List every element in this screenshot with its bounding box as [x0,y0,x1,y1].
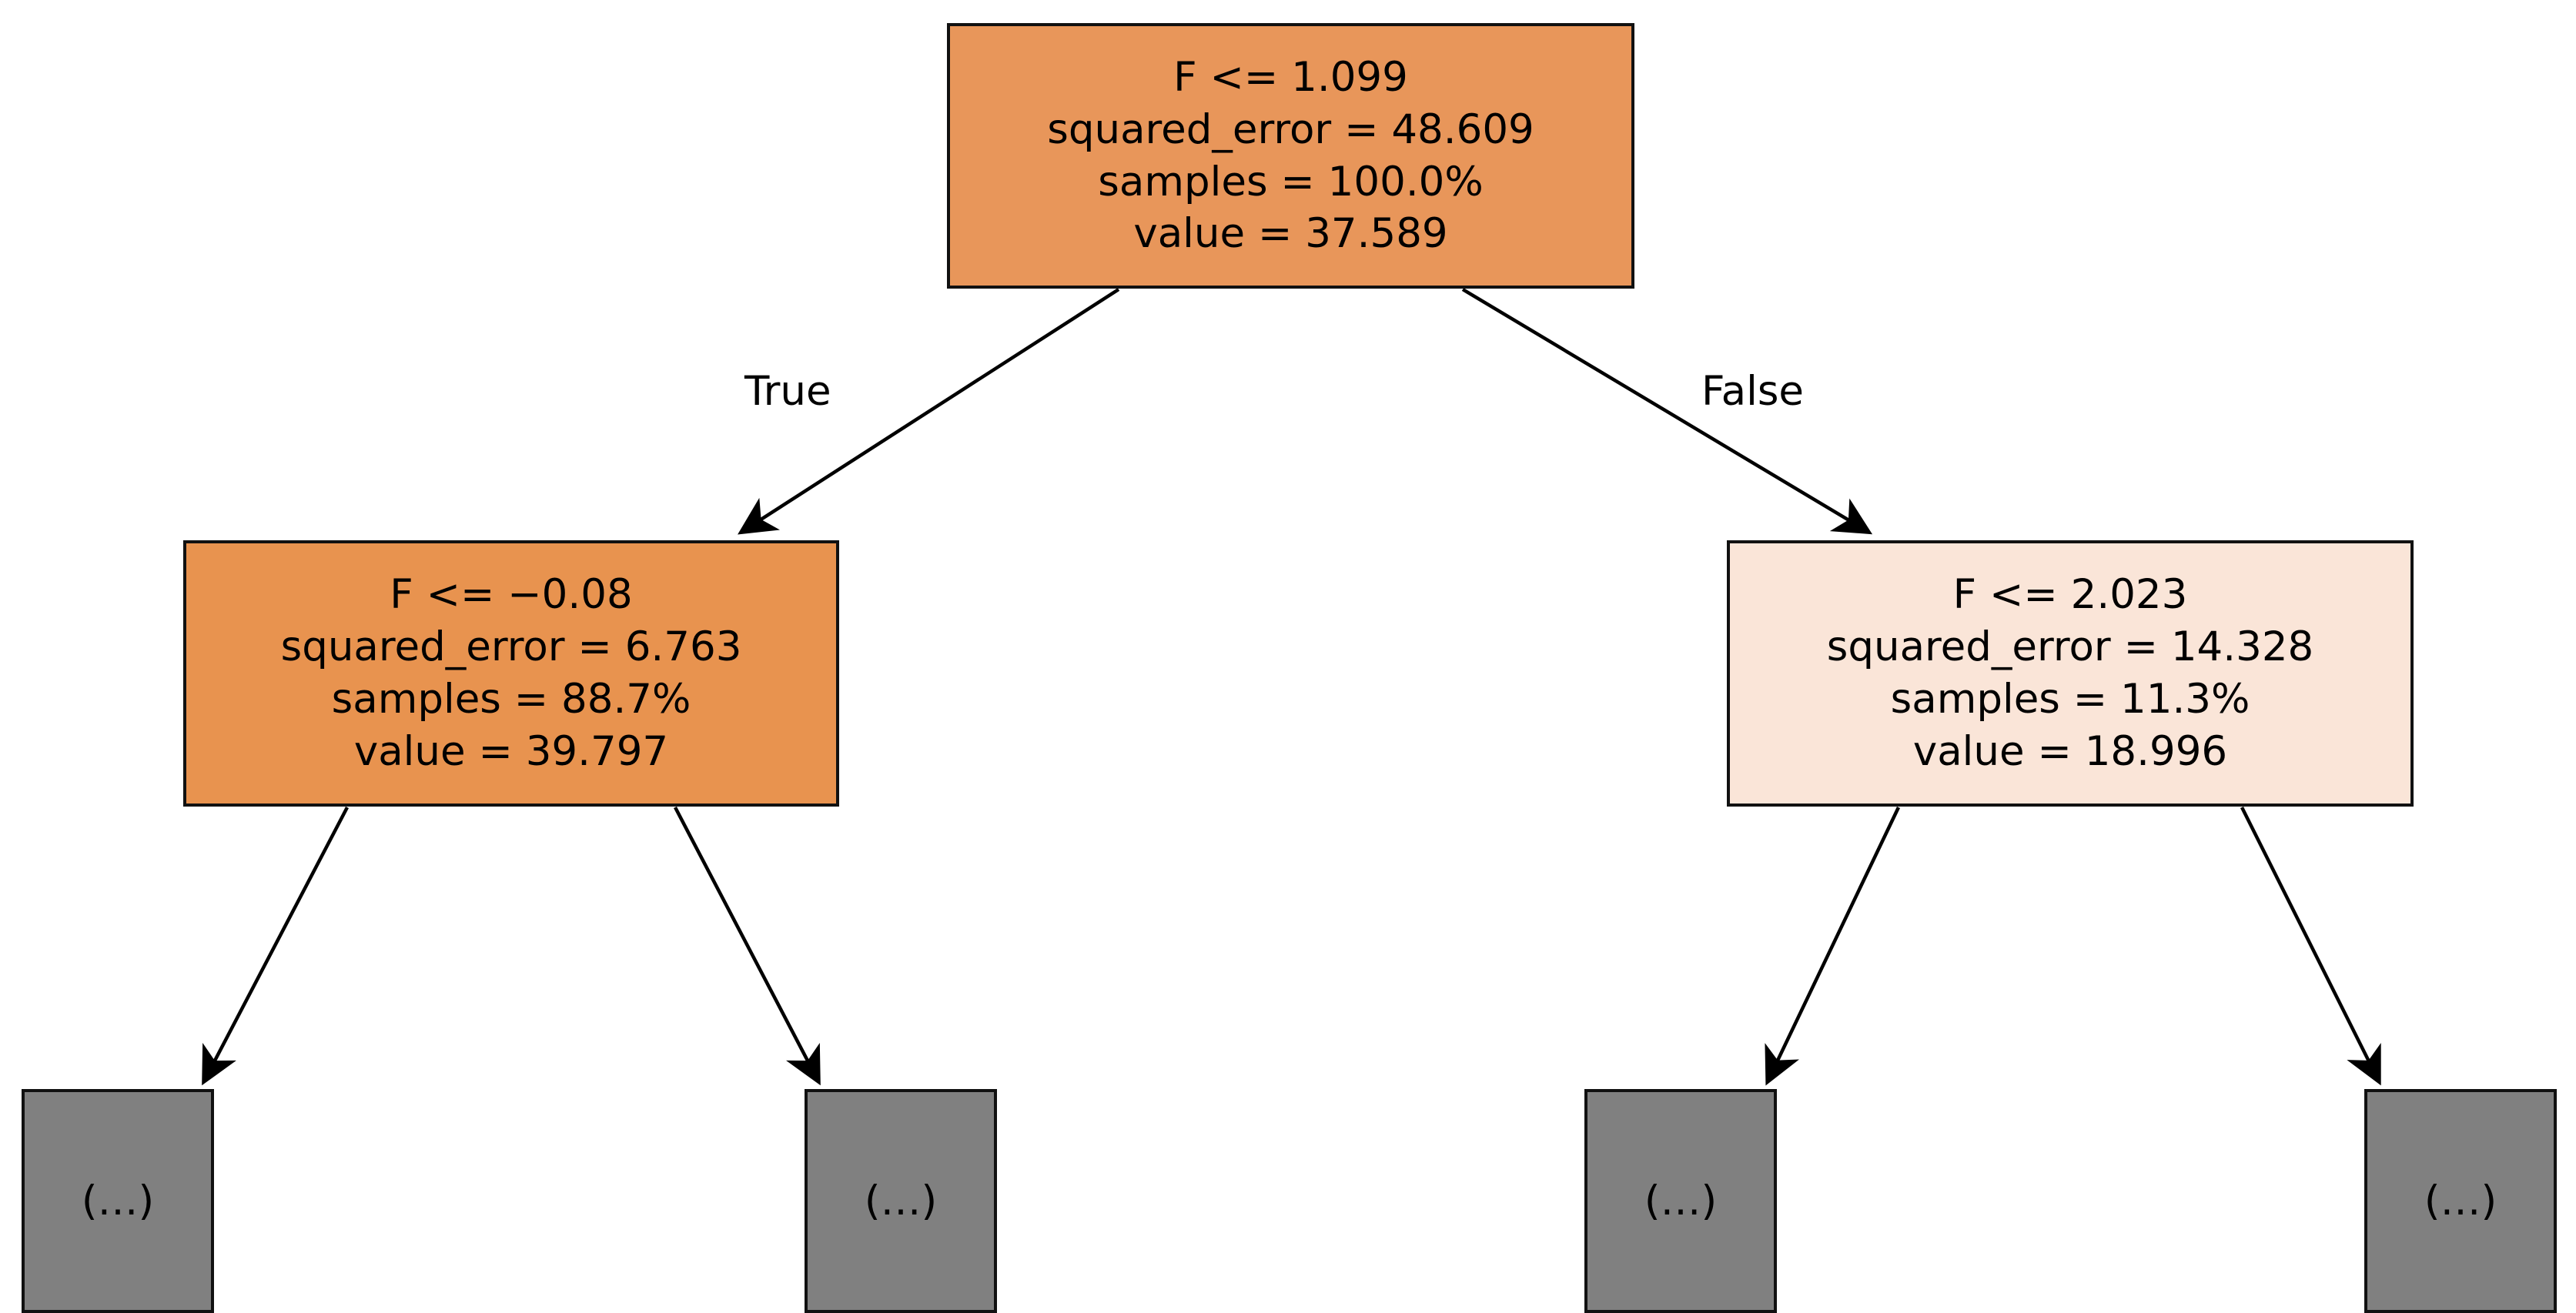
edge-label-false: False [1701,368,1805,415]
node-right-squared-error: squared_error = 14.328 [1826,623,2314,671]
node-root-condition: F <= 1.099 [1173,53,1408,101]
node-root-samples: samples = 100.0% [1098,158,1484,205]
tree-leaf-truncated-3[interactable]: (…) [1584,1089,1777,1313]
tree-node-left-child[interactable]: F <= −0.08 squared_error = 6.763 samples… [183,540,839,807]
node-left-value: value = 39.797 [353,727,669,775]
node-right-samples: samples = 11.3% [1890,676,2250,723]
edge-root-to-right [1461,288,1873,535]
edge-left-to-leaf-1 [202,806,349,1086]
tree-leaf-truncated-1[interactable]: (…) [22,1089,214,1313]
node-left-squared-error: squared_error = 6.763 [280,623,742,671]
leaf-4-ellipsis: (…) [2424,1177,2497,1224]
leaf-3-ellipsis: (…) [1644,1177,1718,1224]
node-right-value: value = 18.996 [1912,727,2228,775]
leaf-1-ellipsis: (…) [81,1177,155,1224]
edge-right-to-leaf-4 [2240,806,2381,1086]
node-root-value: value = 37.589 [1133,210,1448,258]
node-left-samples: samples = 88.7% [331,676,691,723]
tree-leaf-truncated-4[interactable]: (…) [2364,1089,2557,1313]
tree-leaf-truncated-2[interactable]: (…) [805,1089,997,1313]
tree-node-right-child[interactable]: F <= 2.023 squared_error = 14.328 sample… [1727,540,2414,807]
node-right-condition: F <= 2.023 [1952,571,2188,619]
leaf-2-ellipsis: (…) [864,1177,938,1224]
node-root-squared-error: squared_error = 48.609 [1047,105,1534,153]
tree-node-root[interactable]: F <= 1.099 squared_error = 48.609 sample… [947,23,1634,289]
node-left-condition: F <= −0.08 [390,571,633,619]
edge-label-true: True [744,368,831,415]
edge-left-to-leaf-2 [674,806,821,1086]
edge-right-to-leaf-3 [1765,807,1901,1086]
